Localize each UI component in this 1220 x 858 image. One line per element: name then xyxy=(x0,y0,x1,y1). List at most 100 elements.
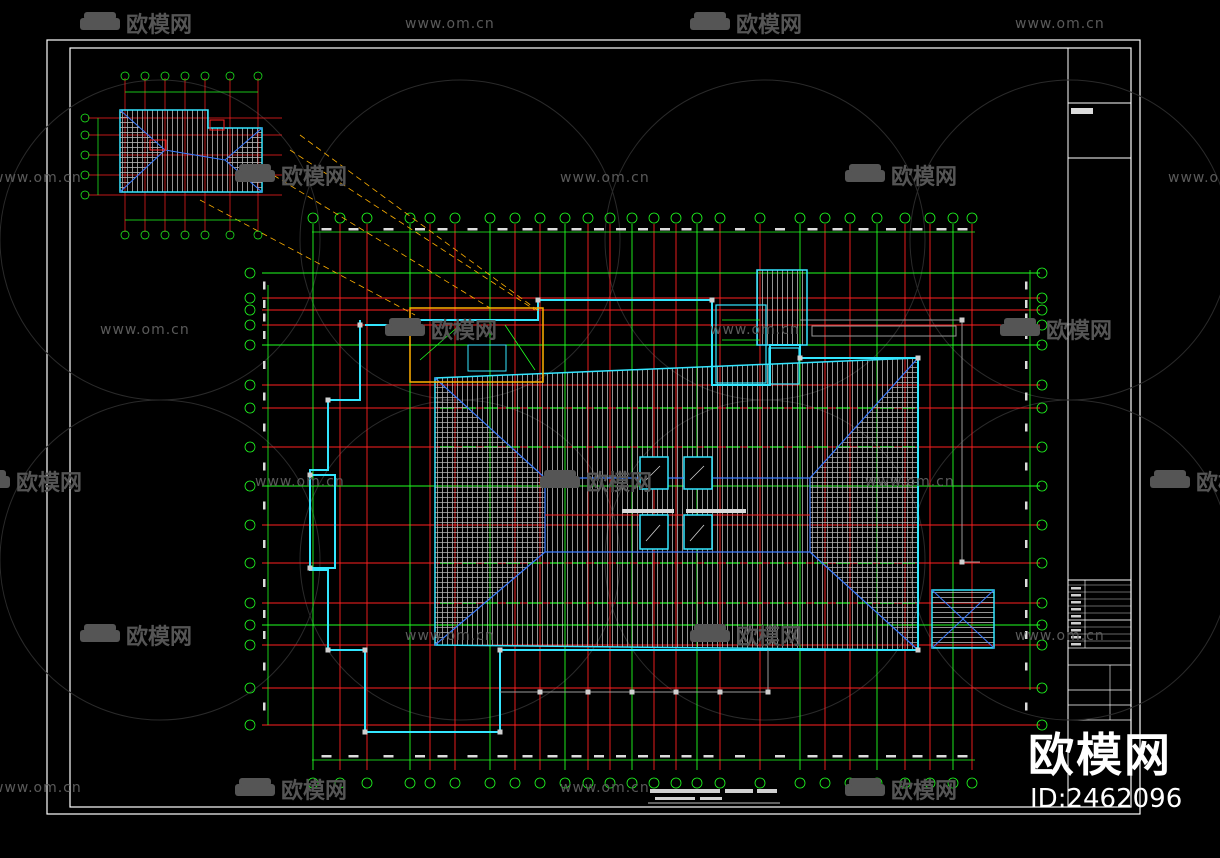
dimension-labels xyxy=(263,228,1028,758)
watermark-brand-text: 欧模网 xyxy=(1196,470,1220,496)
axis-bubble xyxy=(244,441,256,453)
axis-bubble xyxy=(449,212,461,224)
axis-bubble xyxy=(484,212,496,224)
watermark-site-text: www.om.cn xyxy=(405,16,495,32)
axis-bubble xyxy=(670,777,682,789)
stair-core-right xyxy=(715,269,808,385)
dimension-label-bar xyxy=(263,361,266,369)
watermark-brand-text: 欧模网 xyxy=(126,12,192,38)
axis-bubble xyxy=(244,519,256,531)
axis-bubble xyxy=(140,230,150,240)
dimension-label-bar xyxy=(735,228,745,231)
axis-bubble xyxy=(966,777,978,789)
column-marker xyxy=(497,729,503,735)
axis-bubble xyxy=(604,212,616,224)
sofa-icon xyxy=(80,12,120,30)
dimension-label-bar xyxy=(957,228,968,231)
dimension-label-bar xyxy=(547,228,558,231)
axis-bubble xyxy=(244,557,256,569)
axis-bubble xyxy=(244,597,256,609)
column-marker xyxy=(959,559,965,565)
watermark-brand-text: 欧模网 xyxy=(736,624,802,650)
dimension-label-bar xyxy=(263,579,266,587)
dimension-label-bar xyxy=(660,755,670,758)
axis-bubble xyxy=(819,212,831,224)
axis-bubble xyxy=(307,212,319,224)
dimension-label-bar xyxy=(594,755,604,758)
dimension-label-bar xyxy=(383,755,394,758)
dimension-label-bar xyxy=(263,423,266,432)
sofa-icon xyxy=(80,624,120,642)
axis-bubble xyxy=(80,113,90,123)
watermark-site-text: www.om.cn xyxy=(405,628,495,644)
corner-brand-logo: 欧模网 xyxy=(1028,728,1172,782)
axis-bubble xyxy=(404,777,416,789)
dimension-label-bar xyxy=(1025,300,1028,308)
axis-bubble xyxy=(140,71,150,81)
sofa-icon xyxy=(1000,318,1040,336)
dimension-label-bar xyxy=(638,755,648,758)
axis-bubble xyxy=(160,230,170,240)
dimension-label-bar xyxy=(571,228,582,231)
axis-bubble xyxy=(924,777,936,789)
axis-bubble xyxy=(80,150,90,160)
axis-bubble xyxy=(899,777,911,789)
watermark-site-text: www.om.cn xyxy=(255,474,345,490)
axis-bubble xyxy=(924,212,936,224)
column-marker xyxy=(362,729,368,735)
column-marker xyxy=(362,647,368,653)
axis-bubble xyxy=(509,212,521,224)
watermark-brand-text: 欧模网 xyxy=(126,624,192,650)
sofa-icon xyxy=(235,778,275,796)
axis-bubble xyxy=(648,212,660,224)
axis-bubble xyxy=(947,777,959,789)
dimension-label-bar xyxy=(263,540,266,548)
dimension-label-bar xyxy=(467,228,478,231)
axis-bubble xyxy=(1036,379,1048,391)
sofa-icon xyxy=(845,778,885,796)
dimension-label-bar xyxy=(1025,462,1028,471)
dimension-label-bar xyxy=(263,313,266,322)
dimension-label-bar xyxy=(383,228,394,231)
axis-bubble xyxy=(1036,292,1048,304)
dimension-label-bar xyxy=(807,755,818,758)
axis-bubble xyxy=(819,777,831,789)
dimension-label-bar xyxy=(437,228,448,231)
dimension-label-bar xyxy=(1025,540,1028,548)
dimension-label-bar xyxy=(263,331,266,339)
sofa-icon xyxy=(690,624,730,642)
watermark-site-text: www.om.cn xyxy=(1015,628,1105,644)
dimension-label-bar xyxy=(775,755,785,758)
watermark-brand-text: 欧模网 xyxy=(736,12,802,38)
column-marker xyxy=(307,472,313,478)
watermark-brand-text: 欧模网 xyxy=(1046,318,1112,344)
stair-core-left xyxy=(409,307,544,383)
dimension-label-bar xyxy=(886,755,896,758)
column-marker xyxy=(537,689,543,695)
title-block-label xyxy=(1071,629,1081,632)
watermark-brand-text: 欧模网 xyxy=(16,470,82,496)
axis-bubble xyxy=(80,190,90,200)
axis-bubble xyxy=(80,130,90,140)
watermark-brand-text: 欧模网 xyxy=(586,470,652,496)
axis-bubble xyxy=(244,402,256,414)
axis-bubble xyxy=(244,304,256,316)
watermark-brand-text: 欧模网 xyxy=(431,318,497,344)
axis-bubble xyxy=(947,212,959,224)
drawing-title xyxy=(648,789,780,804)
outer-frame xyxy=(46,39,1141,815)
watermark-brand-text: 欧模网 xyxy=(281,778,347,804)
watermark-site-text: www.om.cn xyxy=(865,474,955,490)
dimension-label-bar xyxy=(912,228,923,231)
axis-bubble xyxy=(244,619,256,631)
axis-bubble xyxy=(1036,597,1048,609)
dimension-label-bar xyxy=(936,755,947,758)
dimension-label-bar xyxy=(832,755,843,758)
watermark-logo: 欧模网 xyxy=(235,778,347,804)
watermark-logo: 欧模网 xyxy=(1000,318,1112,344)
watermark-logo: 欧模网 xyxy=(385,318,497,344)
axis-bubble xyxy=(794,777,806,789)
detail-roof-plan xyxy=(80,71,282,240)
title-block-label xyxy=(1071,615,1081,618)
